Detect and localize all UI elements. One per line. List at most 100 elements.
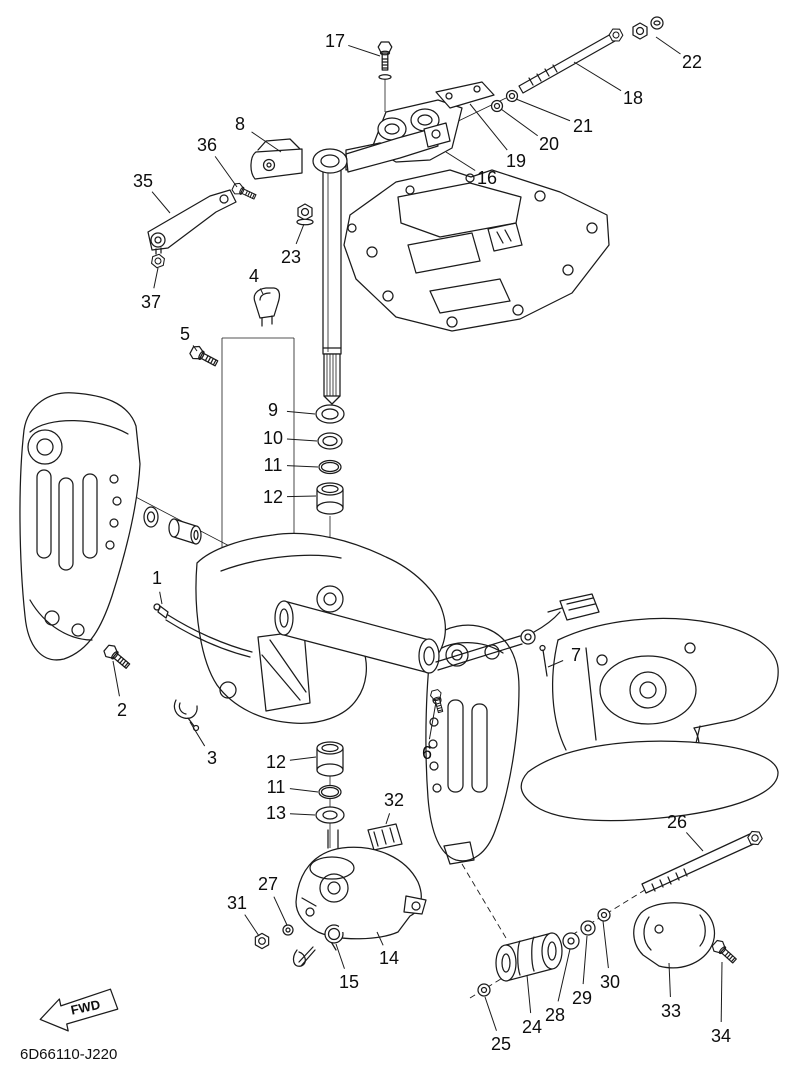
leader-line-10 [286,438,318,442]
leader-line-2 [112,660,120,697]
part-cover-33 [633,902,716,969]
callout-2: 2 [117,700,127,720]
callout-16: 16 [477,168,497,188]
leader-line-12 [286,495,317,498]
part-hardware-27-31 [254,924,316,967]
callout-6: 6 [422,743,432,763]
leader-line-11 [286,465,319,468]
leader-line-29 [582,935,588,985]
part-rubber-mount-24 [477,908,611,997]
part-grease-fitting [153,603,253,658]
leader-line-15 [335,943,345,969]
leader-line-14 [376,931,384,946]
callout-18: 18 [623,88,643,108]
leader-line-20 [500,108,538,137]
part-clamp-4 [253,287,281,327]
part-clamp-bracket-left [19,392,141,661]
leader-line-35 [151,191,171,214]
leader-line-3 [189,721,206,747]
callout-21: 21 [573,116,593,136]
callout-8: 8 [235,114,245,134]
leader-line-28 [557,948,571,1002]
callout-36: 36 [197,135,217,155]
callout-14: 14 [379,948,399,968]
part-clamp-bracket-right [425,624,520,865]
callout-31: 31 [227,893,247,913]
part-lower-cowling [520,617,779,822]
leader-line-31 [244,914,260,937]
fwd-arrow: FWD [39,988,119,1032]
callout-12: 12 [266,752,286,772]
leader-line-37 [153,267,159,289]
leader-line-24 [526,974,532,1014]
callout-22: 22 [682,52,702,72]
part-steering-sensor [435,593,600,677]
callout-4: 4 [249,266,259,286]
callout-3: 3 [207,748,217,768]
callout-32: 32 [384,790,404,810]
leader-line-5 [192,345,198,352]
callout-19: 19 [506,151,526,171]
part-steering-yoke [250,122,451,180]
callout-24: 24 [522,1017,542,1037]
leader-line-32 [385,813,391,825]
leader-line-1 [159,591,163,605]
callout-15: 15 [339,972,359,992]
leader-line-17 [348,44,381,57]
callout-35: 35 [133,171,153,191]
callout-30: 30 [600,972,620,992]
part-friction-bracket [147,189,237,270]
leader-line-19 [469,103,508,151]
callout-34: 34 [711,1026,731,1046]
callout-12: 12 [263,487,283,507]
leader-line-11 [289,788,319,793]
callout-9: 9 [268,400,278,420]
callout-7: 7 [571,645,581,665]
leader-line-36 [214,156,238,188]
callout-20: 20 [539,134,559,154]
part-bolt-17 [377,41,393,80]
part-bolt-26 [641,828,765,894]
diagram-code: 6D66110-J220 [20,1046,117,1063]
callout-37: 37 [141,292,161,312]
part-ring-stack-lower [315,741,345,824]
callout-10: 10 [263,428,283,448]
callout-27: 27 [258,874,278,894]
leader-line-13 [289,813,316,816]
part-ring-stack-upper [315,404,345,515]
leader-line-8 [251,131,282,153]
part-pivot-washer-bushing [143,506,202,545]
part-exhaust-guide [343,169,610,332]
part-lower-mount-housing [295,829,427,951]
callout-25: 25 [491,1034,511,1054]
callout-33: 33 [661,1001,681,1021]
part-tilt-tube [274,600,440,674]
callout-17: 17 [325,31,345,51]
part-bolt-2 [101,642,133,672]
part-bolt-18 [518,25,625,94]
part-bolt-23 [296,203,314,226]
part-bolt-34 [709,937,740,967]
leader-line-27 [273,896,288,926]
part-snap-ring-15 [324,924,345,944]
leader-line-30 [602,920,609,969]
leader-line-9 [286,410,316,415]
part-pilot-shaft [322,165,342,405]
leader-line-21 [515,98,571,122]
callout-26: 26 [667,812,687,832]
callout-28: 28 [545,1005,565,1025]
leader-line-16 [445,151,476,171]
leader-line-25 [484,996,497,1031]
callout-1: 1 [152,568,162,588]
callout-11: 11 [264,455,283,475]
leader-line-4 [259,288,264,295]
callout-11: 11 [267,777,286,797]
leader-line-23 [295,223,305,245]
callout-5: 5 [180,324,190,344]
leader-line-22 [655,36,681,55]
callout-29: 29 [572,988,592,1008]
callout-23: 23 [281,247,301,267]
